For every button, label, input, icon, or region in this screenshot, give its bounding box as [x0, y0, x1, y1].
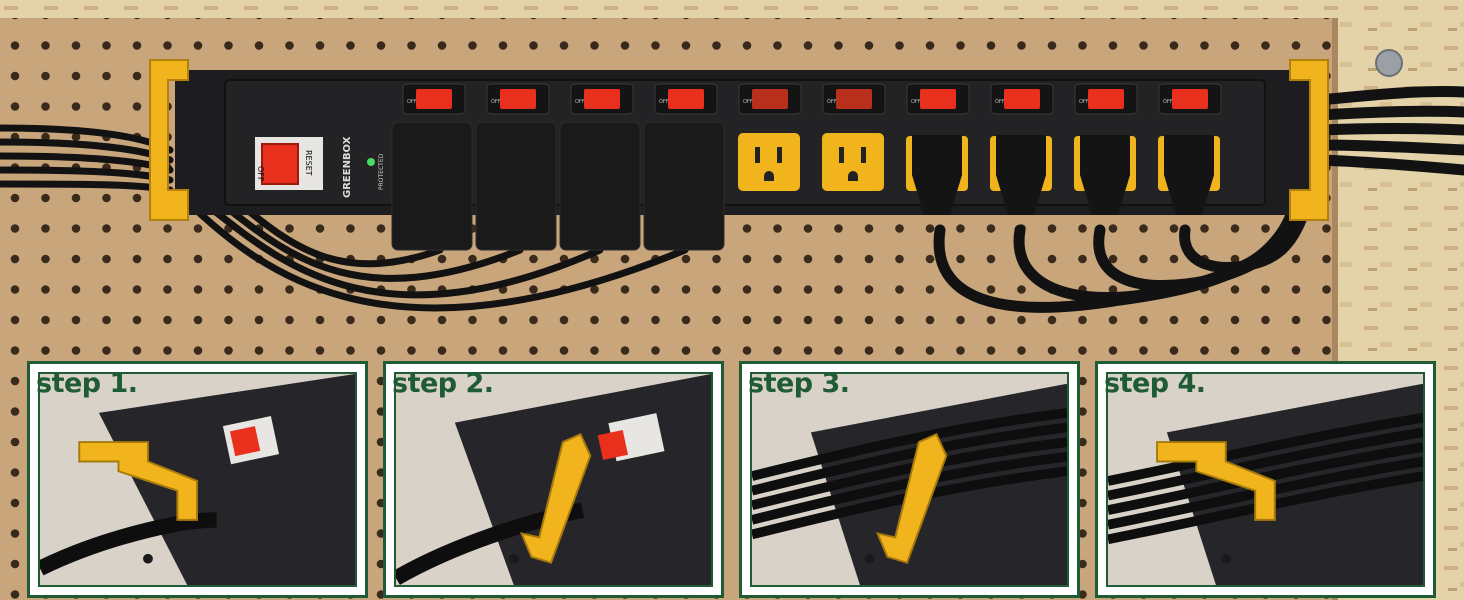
step-1-label: step 1.	[36, 368, 138, 399]
outlet-switch-8[interactable]: OFF	[990, 83, 1054, 115]
outlet-switch-2[interactable]: OFF	[486, 83, 550, 115]
step-4-illustration	[1106, 372, 1425, 587]
outlet-empty-1[interactable]	[738, 133, 800, 191]
right-yellow-bracket	[1289, 59, 1329, 221]
brand-logo-text: GREENBOX	[342, 136, 353, 198]
outlet-switch-row: OFF OFF OFF OFF OFF OFF OFF OFF OFF OFF	[402, 83, 1222, 115]
main-power-switch[interactable]	[261, 143, 299, 185]
outlet-switch-4[interactable]: OFF	[654, 83, 718, 115]
outlet-switch-off-label: OFF	[575, 99, 585, 105]
outlet-switch-off-label: OFF	[491, 99, 501, 105]
step-2-label: step 2.	[392, 368, 494, 399]
adapter-blocks	[391, 121, 725, 251]
outlet-empty-2[interactable]	[822, 133, 884, 191]
outlet-switch-off-label: OFF	[659, 99, 669, 105]
step-3-label: step 3.	[748, 368, 850, 399]
outlet-switch-off-label: OFF	[911, 99, 921, 105]
outlet-switch-3[interactable]: OFF	[570, 83, 634, 115]
step-1-panel: step 1.	[27, 361, 368, 598]
step-4-panel: step 4.	[1095, 361, 1436, 598]
step-2-panel: step 2.	[383, 361, 724, 598]
outlet-switch-off-label: OFF	[407, 99, 417, 105]
outlet-switch-5[interactable]: OFF	[738, 83, 802, 115]
outlet-switch-off-label: OFF	[1079, 99, 1089, 105]
step-4-label: step 4.	[1104, 368, 1206, 399]
step-3-panel: step 3.	[739, 361, 1080, 598]
main-switch-off-label: OFF	[256, 166, 265, 182]
main-switch-reset-label: RESET	[304, 150, 313, 176]
outlet-switch-off-label: OFF	[827, 99, 837, 105]
outlet-switch-10[interactable]: OFF	[1158, 83, 1222, 115]
step-3-illustration	[750, 372, 1069, 587]
step-1-illustration	[38, 372, 357, 587]
outlet-switch-7[interactable]: OFF	[906, 83, 970, 115]
wall-screw	[1375, 49, 1403, 77]
outlet-switch-off-label: OFF	[995, 99, 1005, 105]
outlet-switch-off-label: OFF	[743, 99, 753, 105]
outlet-switch-9[interactable]: OFF	[1074, 83, 1138, 115]
plugged-plugs	[906, 135, 1220, 215]
protected-indicator-text: PROTECTED	[378, 153, 385, 190]
left-yellow-bracket	[149, 59, 189, 221]
outlet-switch-6[interactable]: OFF	[822, 83, 886, 115]
protected-indicator-led	[367, 158, 375, 166]
outlet-switch-1[interactable]: OFF	[402, 83, 466, 115]
step-2-illustration	[394, 372, 713, 587]
outlet-switch-off-label: OFF	[1163, 99, 1173, 105]
